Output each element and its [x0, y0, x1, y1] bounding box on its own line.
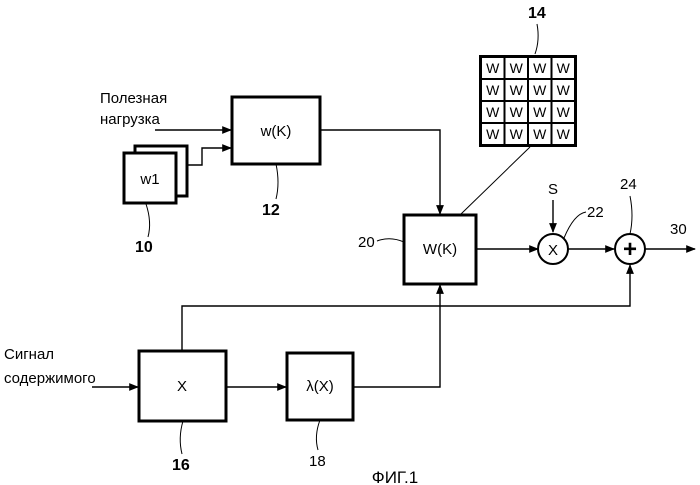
matrix-to-Wk-line [461, 147, 530, 214]
lambda-label: λ(X) [306, 378, 334, 395]
ref-24-leader [630, 196, 632, 234]
s-label: S [548, 181, 558, 198]
w1-to-wk-arrow [187, 148, 231, 165]
x-label: X [177, 378, 187, 395]
ref-12: 12 [262, 202, 280, 219]
matrix-cell: W [557, 82, 571, 98]
matrix-cell: W [533, 82, 547, 98]
ref-20: 20 [358, 234, 375, 251]
matrix-cell: W [486, 126, 500, 142]
payload-label-line1: Полезная [100, 90, 167, 107]
ref-14: 14 [528, 5, 546, 22]
Wk-label: W(K) [423, 241, 457, 258]
matrix-cell: W [557, 126, 571, 142]
ref-18: 18 [309, 453, 326, 470]
matrix-cell: W [533, 104, 547, 120]
ref-14-leader [535, 24, 538, 54]
ref-16-leader [180, 421, 183, 454]
ref-18-leader [316, 420, 320, 450]
ref-10-leader [146, 204, 150, 237]
figure-caption: ФИГ.1 [372, 468, 418, 485]
matrix-cell: W [557, 104, 571, 120]
matrix-cell: W [533, 60, 547, 76]
matrix-cell: W [486, 104, 500, 120]
ref-10: 10 [135, 239, 153, 256]
content-label-line1: Сигнал [4, 346, 54, 363]
matrix-cell: W [486, 82, 500, 98]
watermark-matrix: WWWWWWWWWWWWWWWW [479, 55, 577, 147]
payload-label-line2: нагрузка [100, 111, 161, 128]
wk-to-Wk-arrow [320, 130, 440, 214]
content-label-line2: содержимого [4, 370, 96, 387]
multiplier-label: X [548, 242, 558, 259]
matrix-cell: W [557, 60, 571, 76]
ref-12-leader [276, 164, 278, 199]
matrix-cell: W [533, 126, 547, 142]
ref-22-leader [564, 212, 586, 238]
wk-label: w(K) [260, 123, 292, 140]
ref-30: 30 [670, 221, 687, 238]
matrix-cell: W [510, 82, 524, 98]
ref-16: 16 [172, 457, 190, 474]
ref-22: 22 [587, 204, 604, 221]
ref-24: 24 [620, 176, 637, 193]
matrix-cell: W [510, 60, 524, 76]
adder-label: + [623, 236, 637, 263]
lambda-to-Wk-arrow [353, 285, 440, 387]
ref-20-leader [377, 239, 404, 242]
matrix-cell: W [510, 104, 524, 120]
matrix-cell: W [510, 126, 524, 142]
w1-label: w1 [139, 171, 159, 188]
matrix-cell: W [486, 60, 500, 76]
